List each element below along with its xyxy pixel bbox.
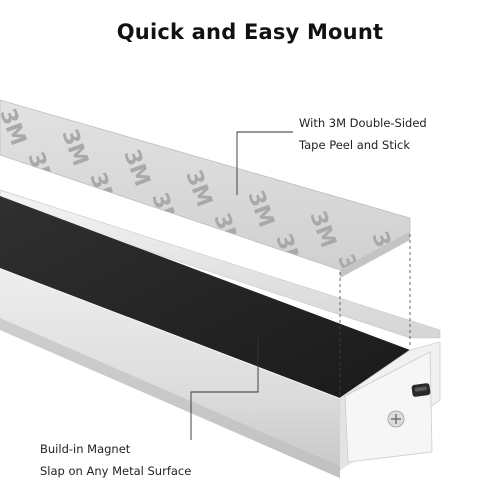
tape-print-mark: 3M xyxy=(394,272,430,316)
magnet-strip xyxy=(0,196,410,398)
callout-lines xyxy=(190,131,293,440)
magnet-callout-line2: Slap on Any Metal Surface xyxy=(40,464,192,478)
housing-top-rim xyxy=(0,189,441,339)
end-cap xyxy=(339,341,441,471)
end-cap-face xyxy=(344,351,433,463)
aluminum-housing xyxy=(0,189,441,478)
tape-callout-line xyxy=(236,131,293,195)
tape-callout-label: With 3M Double-Sided Tape Peel and Stick xyxy=(299,112,427,156)
tape-print-mark: 3M xyxy=(428,249,464,293)
tape-print-mark: 3M xyxy=(456,292,492,336)
magnet-callout-label: Build-in Magnet Slap on Any Metal Surfac… xyxy=(40,438,191,482)
magnet-callout-line1: Build-in Magnet xyxy=(40,442,131,456)
housing-front-shadow xyxy=(0,318,340,478)
page-title: Quick and Easy Mount xyxy=(116,20,384,44)
tape-callout-line2: Tape Peel and Stick xyxy=(299,138,411,152)
tape-callout-line1: With 3M Double-Sided xyxy=(299,116,427,130)
housing-front-face xyxy=(0,268,340,478)
magnet-callout-line xyxy=(190,338,259,440)
